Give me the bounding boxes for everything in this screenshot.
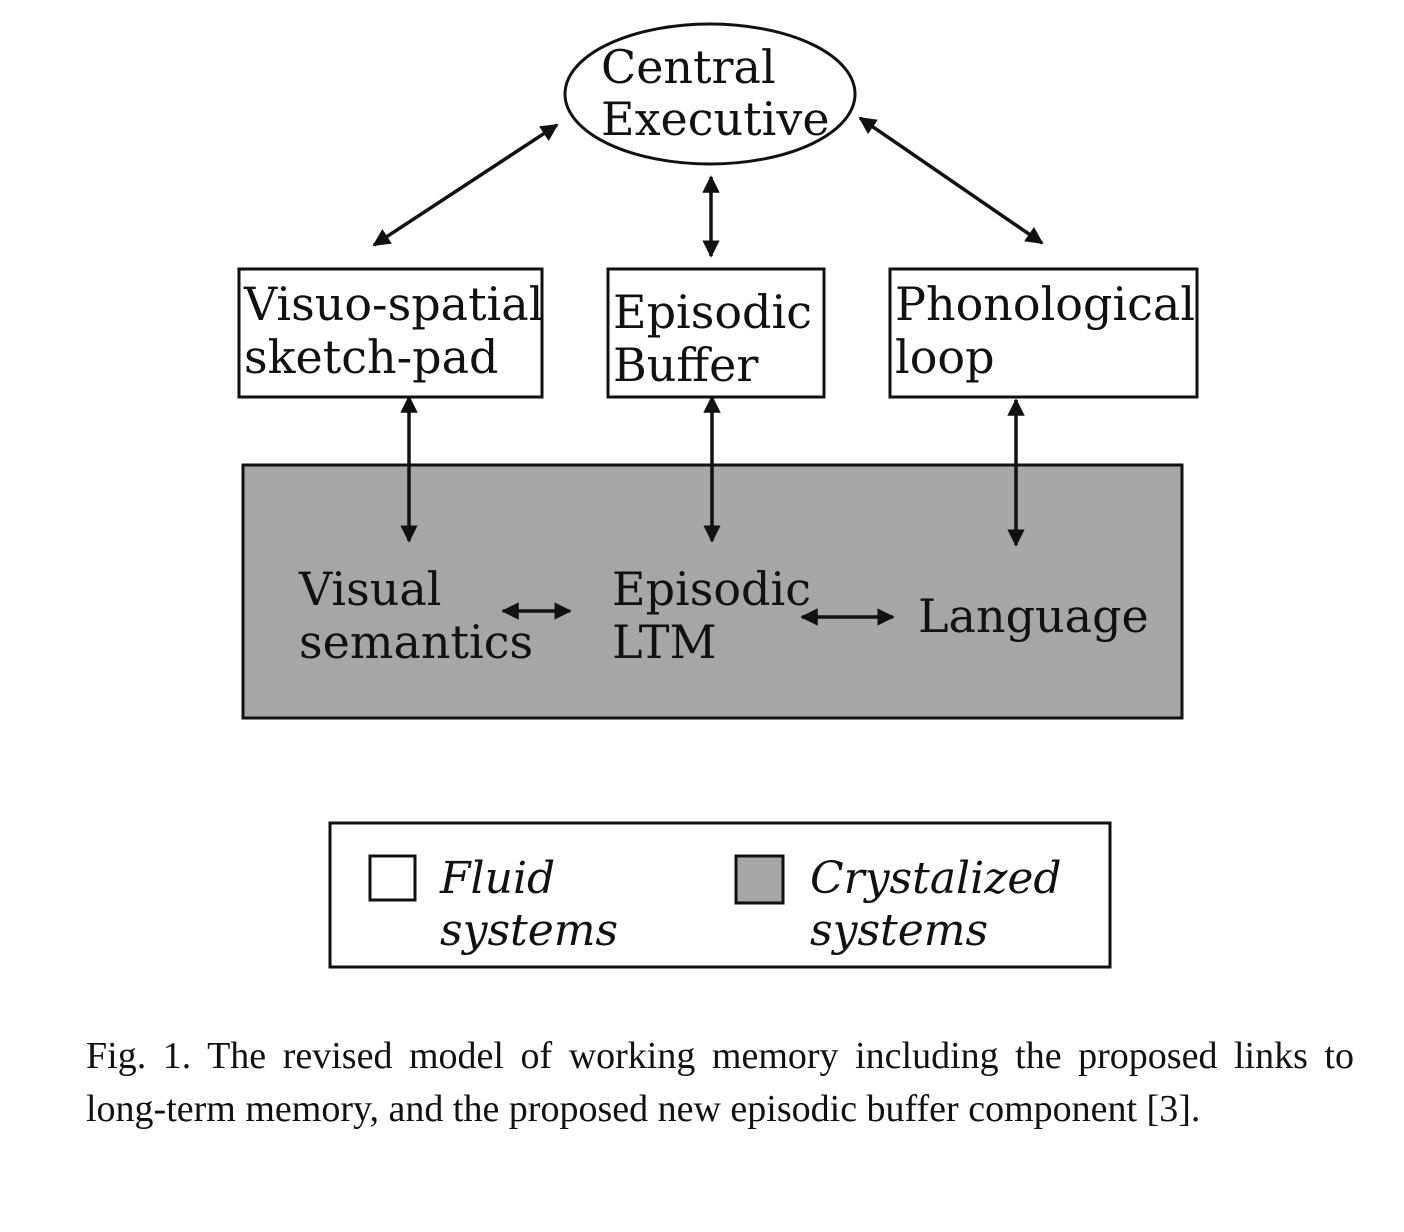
language-label: Language bbox=[918, 589, 1149, 643]
legend-crystalized-label-2: systems bbox=[810, 905, 988, 956]
visuo-spatial-label-2: sketch-pad bbox=[244, 330, 498, 384]
legend-fluid-label-1: Fluid bbox=[439, 853, 555, 904]
central-executive-label-1: Central bbox=[601, 40, 776, 94]
phonological-label-2: loop bbox=[895, 330, 995, 384]
episodic-ltm-label-1: Episodic bbox=[612, 562, 811, 616]
episodic-buffer-node: Episodic Buffer bbox=[606, 267, 826, 399]
legend-fluid-swatch bbox=[368, 854, 417, 902]
arrow-executive-visuospatial bbox=[372, 123, 559, 247]
episodic-ltm-label-2: LTM bbox=[612, 615, 717, 669]
central-executive-label-2: Executive bbox=[601, 92, 830, 146]
phonological-loop-node: Phonological loop bbox=[888, 267, 1199, 399]
visual-semantics-label-2: semantics bbox=[299, 615, 533, 669]
phonological-label-1: Phonological bbox=[895, 277, 1195, 331]
legend-fluid-label-2: systems bbox=[440, 905, 618, 956]
visuo-spatial-label-1: Visuo-spatial bbox=[243, 277, 543, 331]
figure-caption: Fig. 1. The revised model of working mem… bbox=[86, 1035, 1354, 1130]
central-executive-node: Central Executive bbox=[563, 22, 857, 166]
episodic-buffer-label-1: Episodic bbox=[613, 285, 812, 339]
legend-crystalized-swatch bbox=[734, 854, 785, 905]
legend: Fluid systems Crystalized systems bbox=[328, 821, 1112, 969]
episodic-buffer-label-2: Buffer bbox=[613, 338, 758, 392]
legend-crystalized-label-1: Crystalized bbox=[810, 853, 1062, 904]
arrow-executive-phonological bbox=[858, 116, 1044, 245]
visuo-spatial-sketchpad-node: Visuo-spatial sketch-pad bbox=[237, 267, 544, 399]
visual-semantics-label-1: Visual bbox=[298, 562, 442, 616]
